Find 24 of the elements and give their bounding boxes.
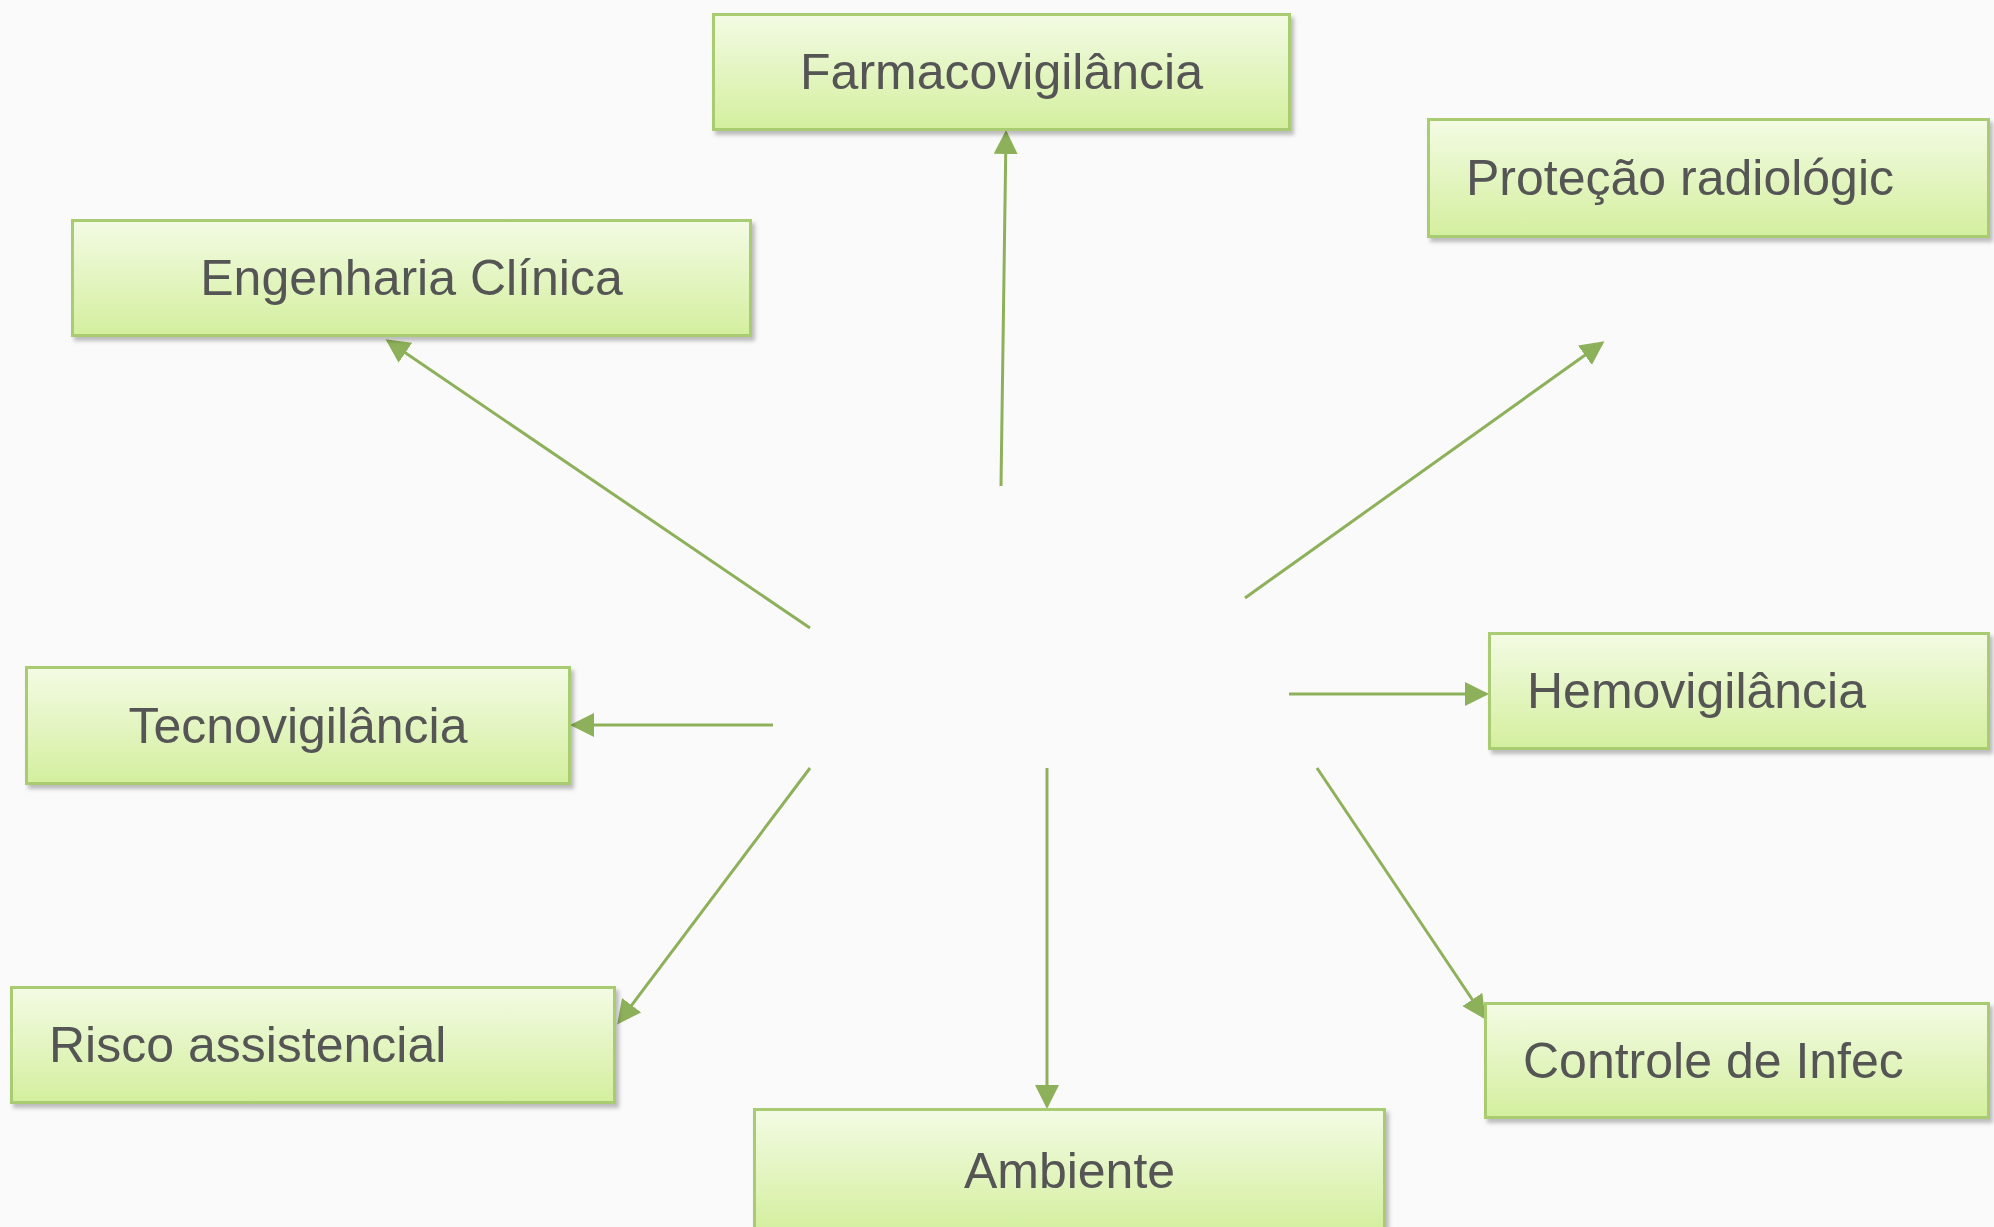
topic-box bbox=[753, 1108, 1386, 1227]
box-label: Tecnovigilância bbox=[128, 696, 468, 755]
topic-box bbox=[1427, 118, 1990, 238]
box-label: Hemovigilância bbox=[1527, 662, 1867, 720]
arrow bbox=[993, 130, 1018, 487]
arrow bbox=[1315, 767, 1486, 1020]
arrow bbox=[617, 767, 812, 1025]
arrow bbox=[1035, 768, 1059, 1109]
box-label: Engenharia Clínica bbox=[200, 249, 623, 307]
topic-box bbox=[1488, 632, 1990, 750]
box-label: Risco assistencial bbox=[49, 1016, 447, 1074]
topic-box bbox=[712, 13, 1291, 131]
topic-box bbox=[10, 986, 616, 1104]
arrow bbox=[1244, 341, 1605, 600]
box-label: Farmacovigilância bbox=[800, 43, 1203, 101]
arrow bbox=[1289, 682, 1489, 706]
box-label: Controle de Infec bbox=[1523, 1031, 1904, 1090]
box-label: Proteção radiológic bbox=[1466, 149, 1895, 207]
box-label: Ambiente bbox=[963, 1141, 1176, 1200]
topic-box bbox=[1484, 1002, 1990, 1119]
arrow bbox=[570, 713, 773, 737]
topic-box bbox=[71, 219, 752, 337]
arrow bbox=[385, 339, 811, 630]
topic-box bbox=[25, 666, 571, 785]
